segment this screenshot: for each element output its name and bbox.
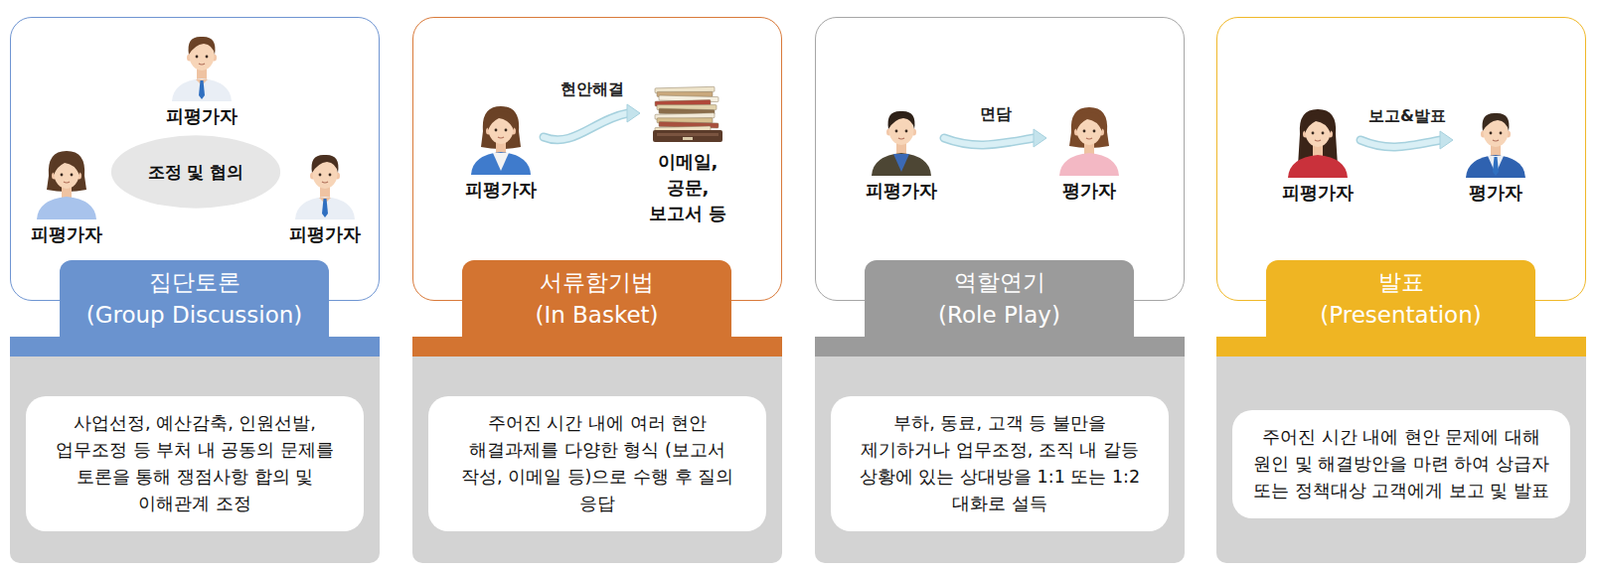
method-title: (Presentation) (1319, 299, 1481, 332)
description-text: 사업선정, 예산감축, 인원선발, 업무조정 등 부처 내 공동의 문제를 토론… (45, 410, 344, 518)
person-label: 평가자 (1062, 179, 1117, 202)
curved-arrow (944, 129, 1047, 148)
document-label: 이메일, 공문, 보고서 등 (640, 149, 736, 227)
description-text: 주어진 시간 내에 현안 문제에 대해 원인 및 해결방안을 마련 하여 상급자… (1252, 424, 1551, 505)
description-box: 부하, 동료, 고객 등 불만을 제기하거나 업무조정, 조직 내 갈등 상황에… (830, 396, 1169, 532)
color-band (412, 336, 783, 357)
person-figure: 피평가자 (282, 144, 368, 246)
curved-arrow (1360, 131, 1453, 150)
description-box: 주어진 시간 내에 여러 현안 해결과제를 다양한 형식 (보고서 작성, 이메… (428, 396, 767, 532)
arrow-label: 면담 (975, 104, 1016, 125)
method-title: 역할연기 (954, 266, 1046, 300)
document-illustration (648, 83, 727, 144)
person-illustration (863, 100, 940, 176)
arrow-body (543, 113, 629, 141)
person-label: 피평가자 (165, 105, 238, 128)
person-label: 피평가자 (1281, 181, 1354, 204)
method-title: (Role Play) (938, 299, 1061, 332)
person-figure: 피평가자 (458, 99, 544, 201)
method-title: 발표 (1378, 266, 1425, 300)
method-tab: 발표(Presentation) (1266, 260, 1536, 338)
person-label: 피평가자 (465, 178, 537, 201)
person-figure: 피평가자 (858, 100, 945, 202)
arrow-head (627, 104, 640, 123)
method-title: (Group Discussion) (86, 299, 304, 332)
ellipse-label: 조정 및 협의 (148, 160, 245, 184)
arrow-outline (1360, 140, 1441, 148)
color-band (814, 336, 1185, 357)
person-illustration (287, 144, 363, 220)
method-title: 서류함기법 (539, 266, 654, 300)
description-text: 부하, 동료, 고객 등 불만을 제기하거나 업무조정, 조직 내 갈등 상황에… (850, 410, 1149, 518)
person-figure: 피평가자 (23, 144, 110, 246)
method-panel: 서류함기법(In Basket)피평가자이메일, 공문, 보고서 등 (412, 16, 783, 302)
method-title: (In Basket) (534, 299, 658, 332)
document-pile: 이메일, 공문, 보고서 등 (640, 83, 736, 227)
person-illustration (163, 25, 240, 102)
description-box: 주어진 시간 내에 현안 문제에 대해 원인 및 해결방안을 마련 하여 상급자… (1232, 410, 1571, 519)
person-figure: 평가자 (1046, 100, 1132, 202)
arrow-body (944, 138, 1035, 146)
color-band (9, 336, 380, 357)
person-label: 피평가자 (30, 223, 103, 246)
person-figure: 피평가자 (1275, 102, 1361, 204)
curved-arrow (543, 104, 640, 141)
person-label: 평가자 (1468, 181, 1523, 204)
method-panel: 발표(Presentation)피평가자평가자 (1216, 16, 1587, 302)
method-panel: 역할연기(Role Play)피평가자평가자 (814, 16, 1185, 302)
discussion-ellipse: 조정 및 협의 (110, 135, 282, 209)
person-label: 피평가자 (289, 223, 361, 246)
person-figure: 피평가자 (159, 25, 245, 128)
arrow-outline (543, 113, 629, 141)
color-band (1216, 336, 1587, 357)
person-illustration (1457, 102, 1534, 178)
arrow-head (1033, 129, 1047, 148)
arrow-body (1360, 140, 1441, 148)
person-label: 피평가자 (865, 179, 938, 202)
person-illustration (1051, 100, 1127, 176)
arrow-label: 현안해결 (556, 79, 629, 100)
arrow-head (1440, 131, 1453, 150)
method-tab: 서류함기법(In Basket) (462, 260, 732, 338)
method-tab: 역할연기(Role Play) (864, 260, 1134, 338)
method-panel: 집단토론(Group Discussion)피평가자조정 및 협의피평가자피평가… (9, 16, 380, 302)
arrow-label: 보고&발표 (1364, 106, 1450, 127)
description-box: 사업선정, 예산감축, 인원선발, 업무조정 등 부처 내 공동의 문제를 토론… (25, 396, 364, 532)
person-illustration (28, 144, 105, 220)
method-title: 집단토론 (149, 266, 241, 300)
description-text: 주어진 시간 내에 여러 현안 해결과제를 다양한 형식 (보고서 작성, 이메… (448, 410, 747, 518)
method-tab: 집단토론(Group Discussion) (59, 260, 329, 338)
person-figure: 평가자 (1452, 102, 1539, 204)
person-illustration (1280, 102, 1356, 178)
arrow-outline (944, 138, 1035, 146)
person-illustration (463, 99, 539, 175)
